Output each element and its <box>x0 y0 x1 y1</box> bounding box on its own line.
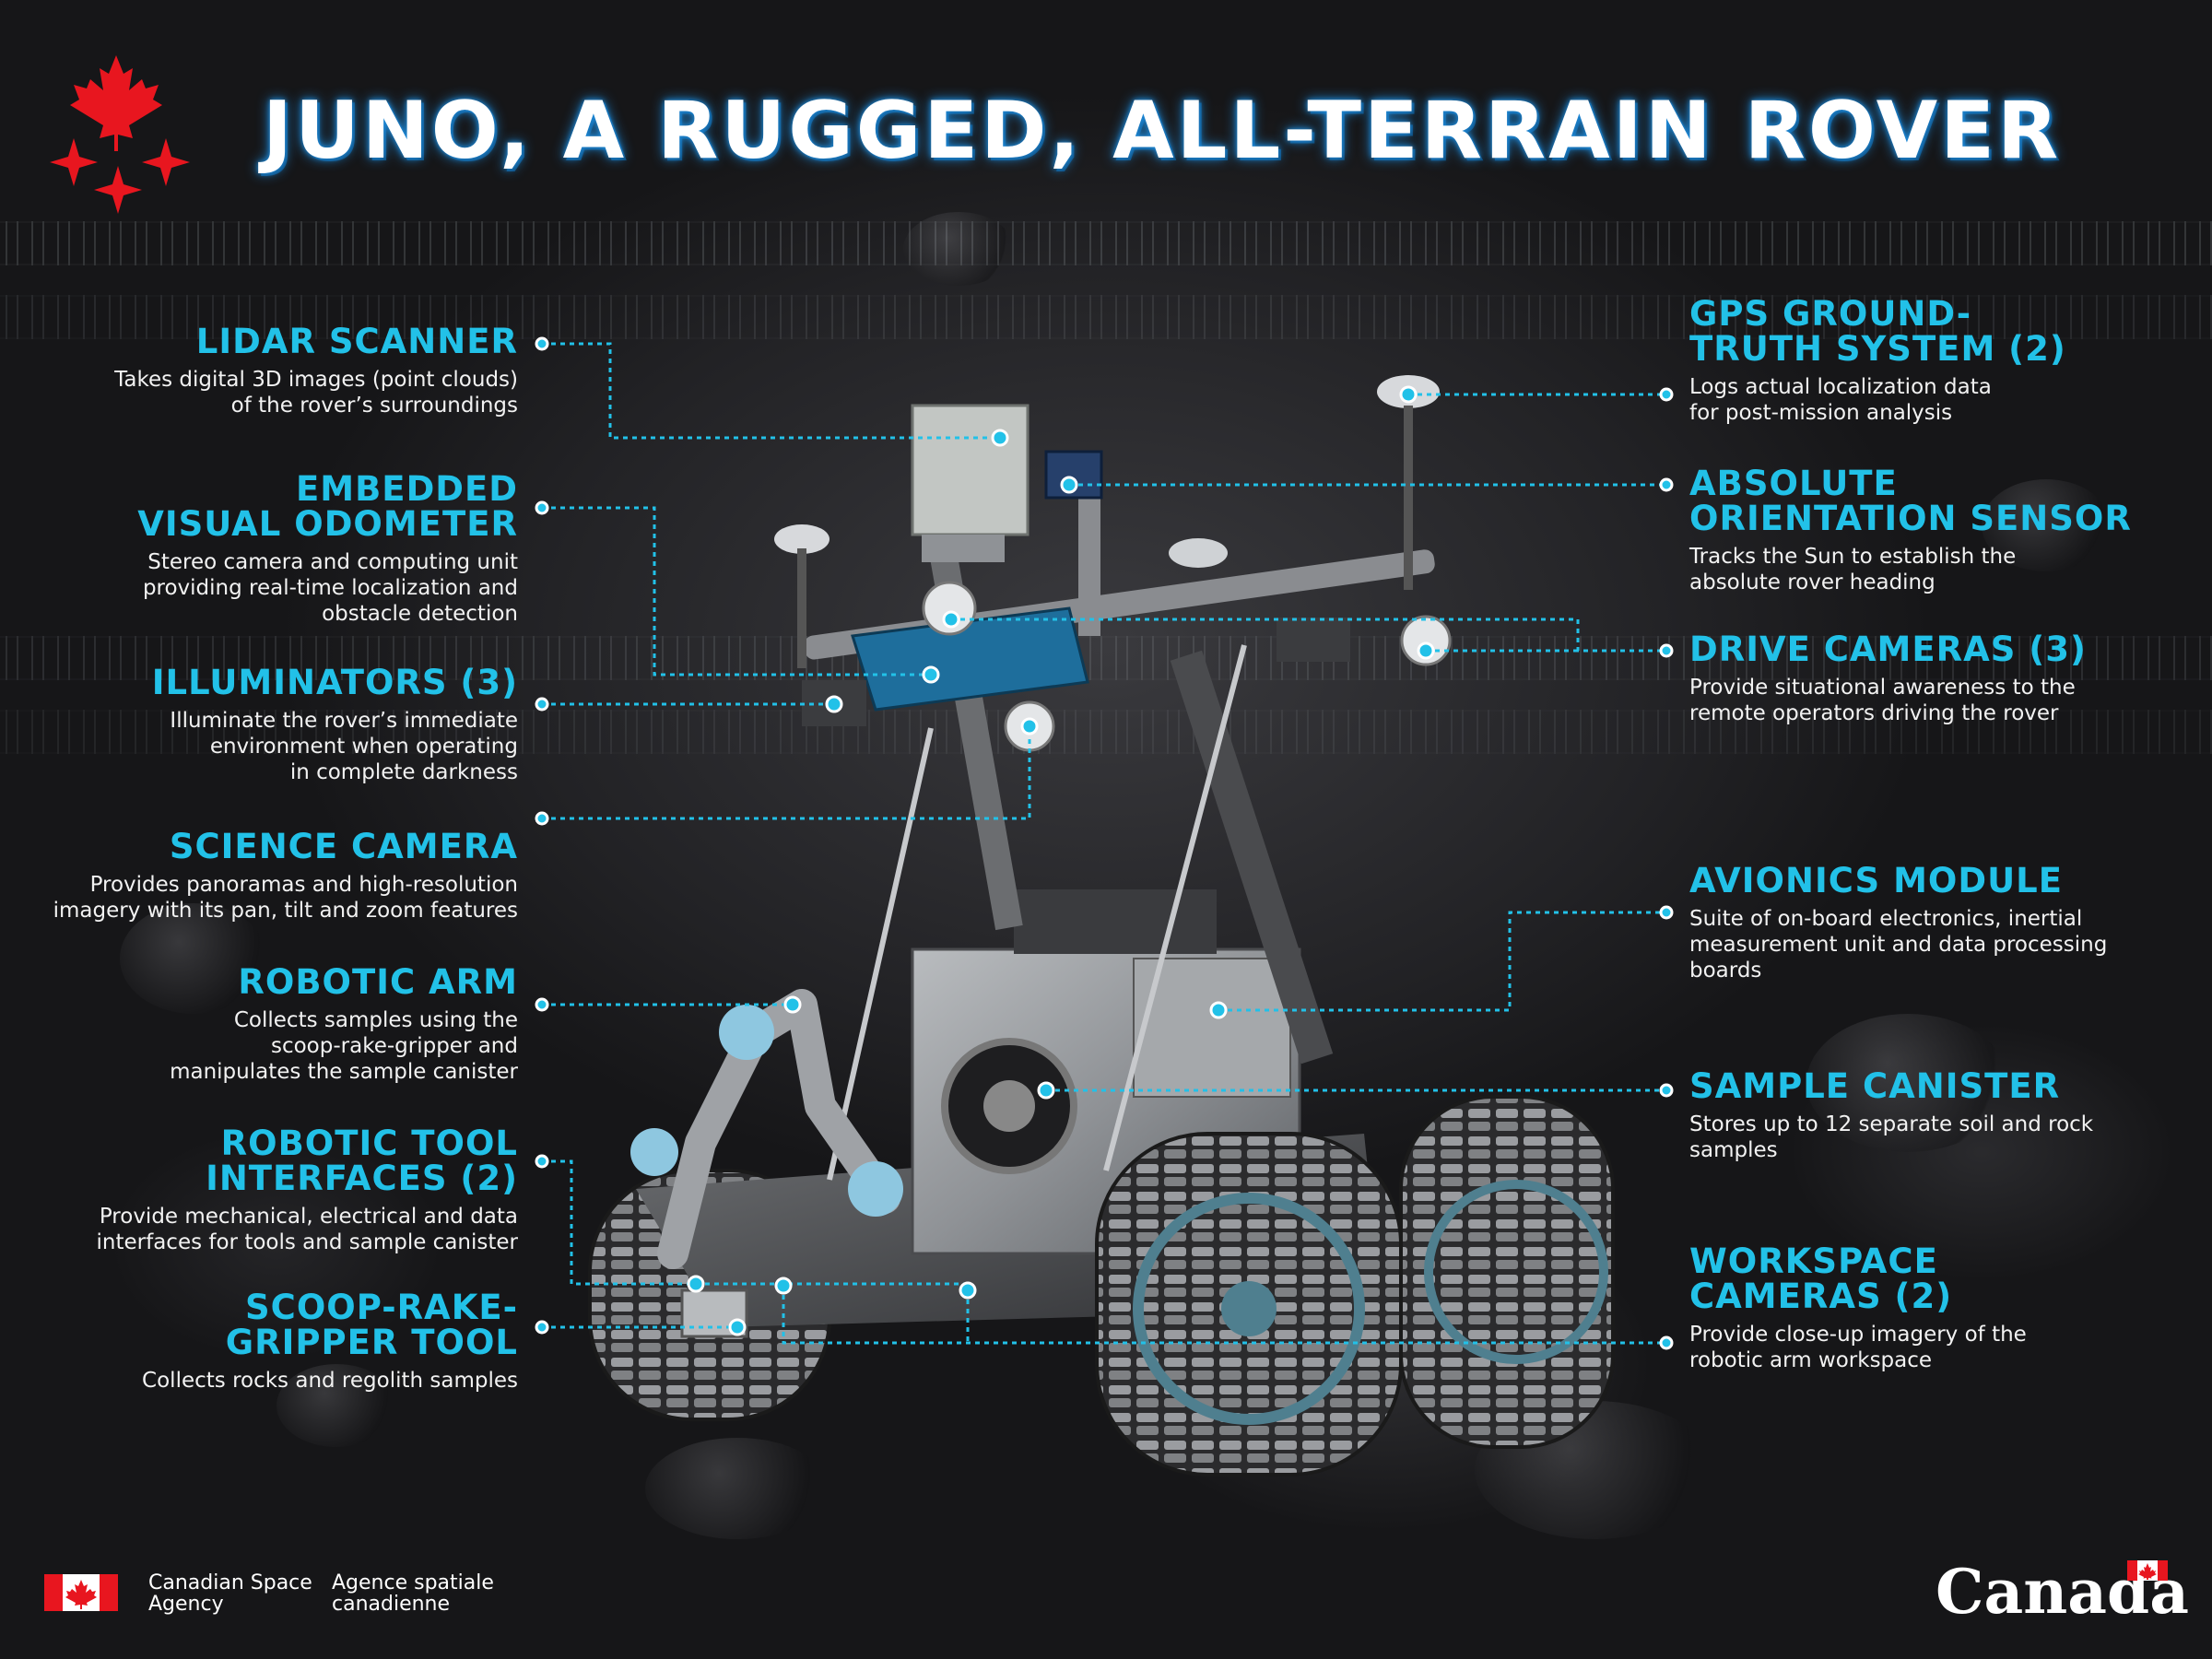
decorative-band <box>0 221 2212 265</box>
label-lidar-scanner: LIDAR SCANNER Takes digital 3D images (p… <box>2 324 518 418</box>
leader-scoop-rake-gripper <box>535 1318 747 1336</box>
label-title: GPS GROUND-TRUTH SYSTEM (2) <box>1689 294 2066 369</box>
leader-robotic-arm <box>535 995 802 1014</box>
label-title: SAMPLE CANISTER <box>1689 1066 2061 1106</box>
leader-science-camera <box>535 717 1039 826</box>
crater <box>276 1364 396 1447</box>
crater <box>1806 1014 2009 1152</box>
leader-avionics-module <box>1209 905 1674 1019</box>
wordmark-flag-icon <box>2127 1560 2168 1581</box>
canada-flag-icon <box>44 1574 118 1611</box>
label-title: SCIENCE CAMERA <box>169 827 518 866</box>
decorative-band <box>0 295 2212 339</box>
leader-lidar-scanner <box>535 336 1009 447</box>
label-drive-cameras: DRIVE CAMERAS (3) Provide situational aw… <box>1689 632 2187 726</box>
label-title: LIDAR SCANNER <box>195 322 518 361</box>
leader-visual-odometer <box>535 500 940 684</box>
label-avionics-module: AVIONICS MODULE Suite of on-board electr… <box>1689 864 2187 983</box>
leader-tool-interfaces <box>535 1154 977 1300</box>
label-title: AVIONICS MODULE <box>1689 861 2063 900</box>
page-title: JUNO, A RUGGED, ALL-TERRAIN ROVER <box>263 85 2062 177</box>
crater <box>645 1438 830 1539</box>
label-title: SCOOP-RAKE-GRIPPER TOOL <box>225 1288 518 1362</box>
label-illuminators: ILLUMINATORS (3) Illuminate the rover’s … <box>2 665 518 785</box>
csa-logo-icon <box>50 55 190 214</box>
label-scoop-rake-gripper: SCOOP-RAKE-GRIPPER TOOL Collects rocks a… <box>2 1290 518 1394</box>
leader-gps <box>1399 385 1674 404</box>
label-science-camera: SCIENCE CAMERA Provides panoramas and hi… <box>2 830 518 924</box>
leader-drive-cameras <box>942 610 1674 660</box>
leader-orientation-sensor <box>1060 476 1674 494</box>
decorative-band <box>0 710 2212 754</box>
crater <box>120 903 267 1014</box>
crater <box>903 212 1014 286</box>
leader-illuminators <box>535 695 843 713</box>
label-description: Collects rocks and regolith samples <box>142 1369 518 1393</box>
leader-workspace-cameras <box>774 1277 1674 1350</box>
decorative-band <box>0 636 2212 680</box>
label-title: ILLUMINATORS (3) <box>151 663 518 702</box>
label-title: ROBOTIC ARM <box>238 962 518 1002</box>
label-gps: GPS GROUND-TRUTH SYSTEM (2) Logs actual … <box>1689 297 2187 426</box>
label-description: Takes digital 3D images (point clouds)of… <box>114 368 518 418</box>
crater <box>1982 479 2111 571</box>
label-title: DRIVE CAMERAS (3) <box>1689 629 2087 669</box>
label-sample-canister: SAMPLE CANISTER Stores up to 12 separate… <box>1689 1069 2187 1163</box>
leader-sample-canister <box>1037 1081 1674 1100</box>
